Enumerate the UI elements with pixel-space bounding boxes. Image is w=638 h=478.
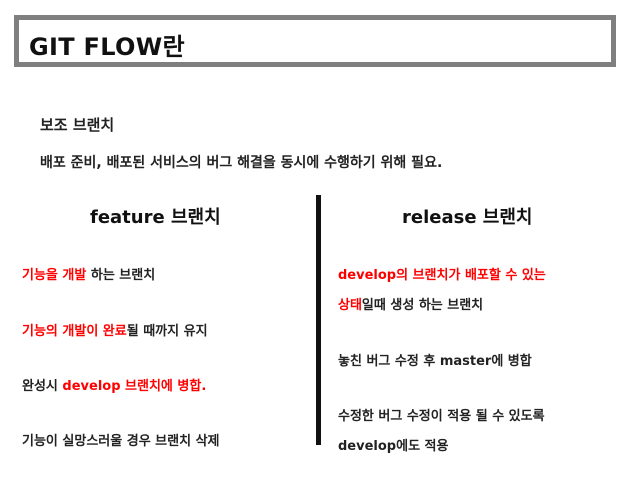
feature-line-1-highlight: 기능을 개발 [22,268,87,283]
feature-line-1: 기능을 개발 하는 브랜치 [22,264,155,283]
column-divider [316,195,321,445]
feature-line-3-text: 완성시 [22,379,63,394]
feature-line-3-highlight: develop 브랜치에 병합. [62,379,207,394]
release-line-3: 놓친 버그 수정 후 master에 병합 [338,354,532,369]
release-line-2: 상태일때 생성 하는 브랜치 [338,294,483,313]
release-line-5: develop에도 적용 [338,439,449,454]
feature-line-2-text: 될 때까지 유지 [126,324,208,339]
feature-line-4: 기능이 실망스러울 경우 브랜치 삭제 [22,434,220,449]
page-title: GIT FLOW란 [29,33,185,61]
feature-line-2-highlight: 기능의 개발이 완료 [22,324,127,339]
feature-line-1-text: 하는 브랜치 [86,268,156,283]
release-line-2-text: 일때 생성 하는 브랜치 [361,298,484,313]
feature-line-2: 기능의 개발이 완료될 때까지 유지 [22,320,208,339]
title-box: GIT FLOW란 [14,15,616,67]
release-column-title: release 브랜치 [402,207,533,228]
release-line-1: develop의 브랜치가 배포할 수 있는 [338,268,546,283]
feature-line-3: 완성시 develop 브랜치에 병합. [22,375,206,394]
release-line-2-highlight: 상태 [338,298,362,313]
sub-description: 배포 준비, 배포된 서비스의 버그 해결을 동시에 수행하기 위해 필요. [40,155,443,171]
sub-heading: 보조 브랜치 [40,116,115,134]
feature-column-title: feature 브랜치 [90,207,221,228]
release-line-4: 수정한 버그 수정이 적용 될 수 있도록 [338,409,545,424]
